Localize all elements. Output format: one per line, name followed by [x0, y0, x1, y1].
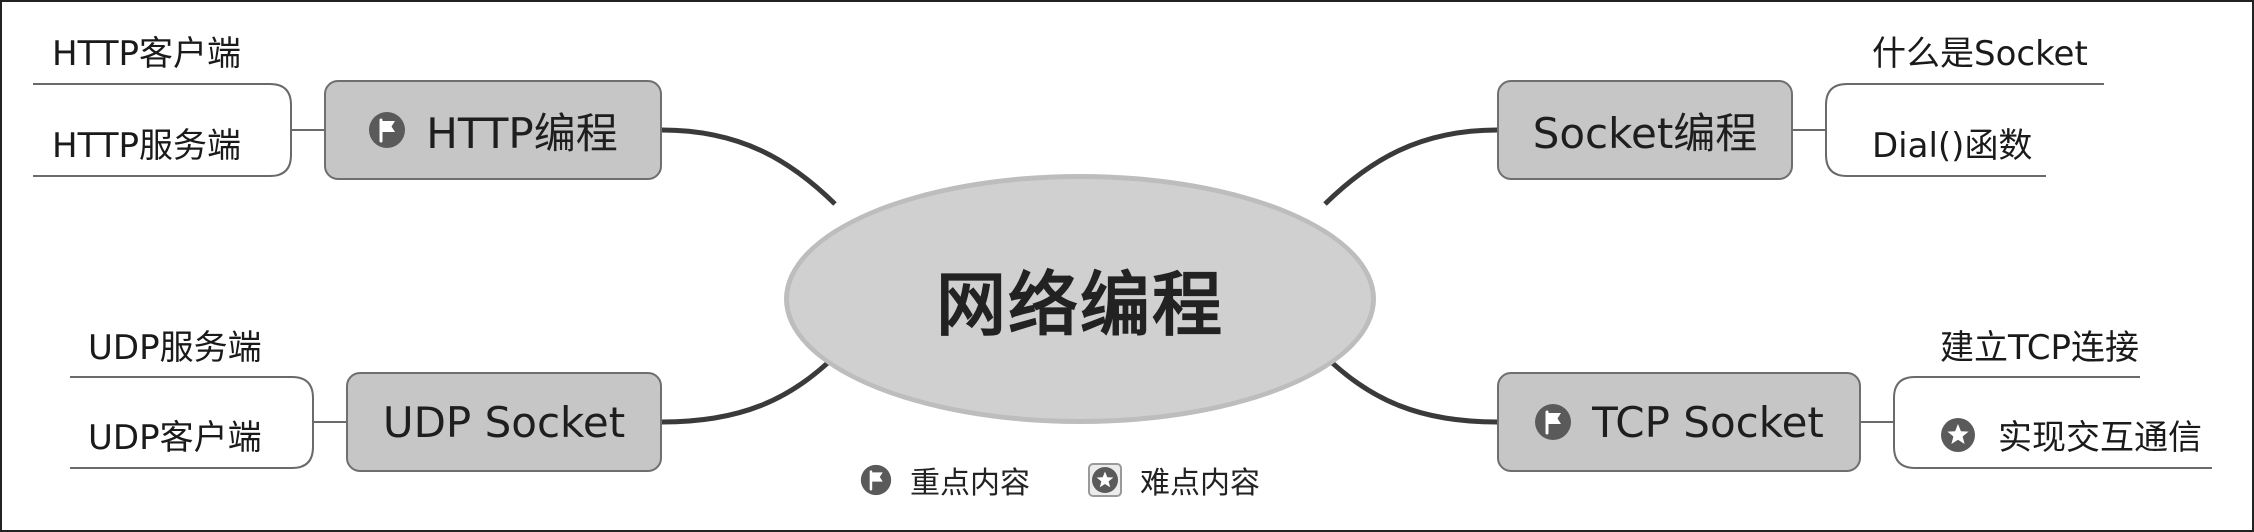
bracket-udp [70, 376, 346, 469]
bracket-socket [1793, 83, 2104, 177]
connector-central-http [661, 127, 837, 206]
bracket-http [33, 83, 324, 177]
bracket-tcp [1861, 376, 2212, 469]
subtopic-interactive-communication[interactable]: 实现交互通信 [1940, 410, 2202, 459]
connector-central-tcp [1323, 354, 1498, 425]
topic-http-label: HTTP编程 [426, 108, 618, 158]
subtopic-build-tcp-connection[interactable]: 建立TCP连接 [1940, 320, 2139, 369]
topic-socket[interactable]: Socket编程 [1497, 80, 1793, 180]
legend-label: 重点内容 [910, 466, 1030, 501]
topic-tcp[interactable]: TCP Socket [1497, 372, 1861, 472]
star-icon [1940, 417, 1976, 453]
topic-udp-label: UDP Socket [382, 397, 626, 447]
flag-icon [860, 464, 892, 496]
legend-item-key-content: 重点内容 [860, 458, 1030, 502]
subtopic-http-server[interactable]: HTTP服务端 [52, 118, 241, 167]
star-icon [1088, 463, 1122, 497]
subtopic-label: HTTP客户端 [52, 34, 242, 74]
legend-label: 难点内容 [1140, 466, 1260, 501]
subtopic-udp-server[interactable]: UDP服务端 [88, 320, 262, 369]
subtopic-udp-client[interactable]: UDP客户端 [88, 410, 262, 459]
central-topic-label: 网络编程 [936, 263, 1224, 346]
subtopic-label: UDP服务端 [88, 328, 262, 368]
subtopic-label: HTTP服务端 [52, 126, 242, 166]
subtopic-label: UDP客户端 [88, 418, 262, 458]
subtopic-label: 实现交互通信 [1998, 418, 2202, 458]
topic-socket-label: Socket编程 [1532, 108, 1758, 158]
flag-icon [1534, 403, 1572, 441]
topic-tcp-label: TCP Socket [1592, 397, 1824, 447]
connector-central-socket [1323, 127, 1498, 206]
legend: 重点内容 难点内容 [860, 458, 1260, 502]
topic-udp[interactable]: UDP Socket [346, 372, 662, 472]
flag-icon [368, 111, 406, 149]
subtopic-label: Dial()函数 [1872, 126, 2033, 166]
subtopic-label: 建立TCP连接 [1940, 328, 2140, 368]
topic-http[interactable]: HTTP编程 [324, 80, 662, 180]
connector-central-udp [661, 354, 837, 425]
subtopic-dial-function[interactable]: Dial()函数 [1872, 118, 2032, 167]
subtopic-label: 什么是Socket [1872, 34, 2088, 74]
legend-item-difficult-content: 难点内容 [1088, 458, 1260, 502]
subtopic-http-client[interactable]: HTTP客户端 [52, 26, 241, 75]
subtopic-what-is-socket[interactable]: 什么是Socket [1872, 26, 2088, 75]
central-topic[interactable]: 网络编程 [784, 174, 1376, 424]
